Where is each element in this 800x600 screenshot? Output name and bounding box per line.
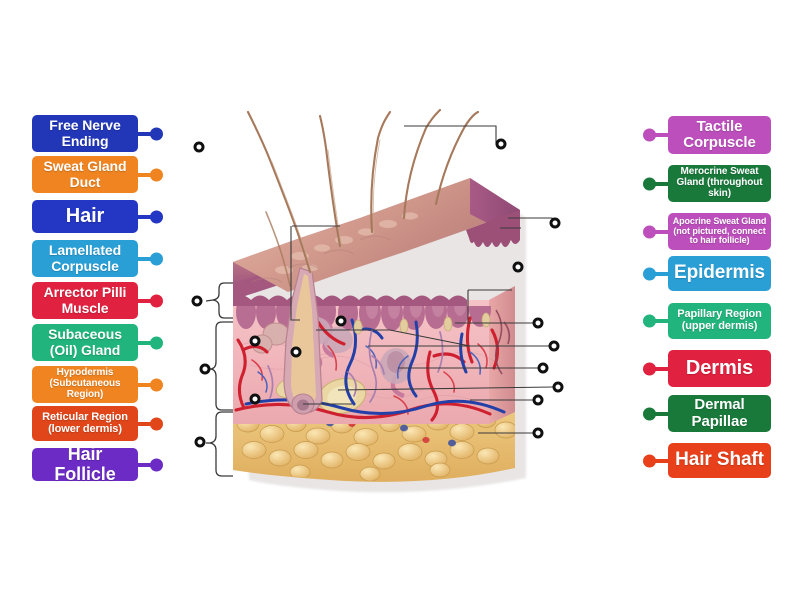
label-chip-dermis[interactable]: Dermis	[655, 350, 771, 387]
label-chip-epidermis[interactable]: Epidermis	[655, 256, 771, 291]
connector-knob-subaceous-oil-gland[interactable]	[138, 340, 151, 345]
connector-knob-hair-shaft[interactable]	[655, 458, 668, 463]
label-chip-text: Arrector Pilli Muscle	[43, 284, 127, 316]
connector-knob-arrector-pilli-muscle[interactable]	[138, 298, 151, 303]
diagram-drop-target-marker-11[interactable]	[199, 363, 211, 375]
diagram-drop-target-marker-14[interactable]	[249, 393, 261, 405]
connector-knob-sweat-gland-duct[interactable]	[138, 172, 151, 177]
label-chip-subaceous-oil-gland[interactable]: Subaceous (Oil) Gland	[32, 324, 151, 361]
label-chip-text: Reticular Region (lower dermis)	[42, 410, 128, 435]
connector-knob-reticular-region[interactable]	[138, 421, 151, 426]
diagram-drop-target-marker-6[interactable]	[335, 315, 347, 327]
label-chip-arrector-pilli-muscle[interactable]: Arrector Pilli Muscle	[32, 282, 151, 319]
label-chip-lamellated-corpuscle[interactable]: Lamellated Corpuscle	[32, 240, 151, 277]
label-chip-free-nerve-ending[interactable]: Free Nerve Ending	[32, 115, 151, 152]
label-chip-text: Merocrine Sweat Gland (throughout skin)	[676, 166, 763, 199]
label-chip-text: Apocrine Sweat Gland (not pictured, conn…	[672, 215, 767, 246]
connector-knob-tactile-corpuscle[interactable]	[655, 133, 668, 137]
connector-knob-lamellated-corpuscle[interactable]	[138, 256, 151, 261]
diagram-drop-target-marker-5[interactable]	[191, 295, 203, 307]
label-chip-text: Epidermis	[674, 262, 765, 284]
label-chip-text: Sweat Gland Duct	[43, 158, 127, 190]
label-chip-hypodermis[interactable]: Hypodermis (Subcutaneous Region)	[32, 366, 151, 403]
diagram-drop-target-marker-1[interactable]	[193, 141, 205, 153]
label-chip-hair[interactable]: Hair	[32, 200, 151, 233]
diagram-drop-target-marker-4[interactable]	[512, 261, 524, 273]
diagram-drop-target-marker-2[interactable]	[495, 138, 507, 150]
label-chip-hair-shaft[interactable]: Hair Shaft	[655, 443, 771, 478]
diagram-drop-target-marker-16[interactable]	[194, 436, 206, 448]
label-chip-papillary-region[interactable]: Papillary Region (upper dermis)	[655, 303, 771, 339]
connector-knob-dermis[interactable]	[655, 366, 668, 371]
label-chip-sweat-gland-duct[interactable]: Sweat Gland Duct	[32, 156, 151, 193]
diagram-drop-target-marker-12[interactable]	[537, 362, 549, 374]
label-chip-text: Subaceous (Oil) Gland	[48, 326, 122, 358]
connector-knob-dermal-papillae[interactable]	[655, 411, 668, 416]
label-chip-apocrine-sweat-gland[interactable]: Apocrine Sweat Gland (not pictured, conn…	[655, 213, 771, 250]
label-chip-merocrine-sweat-gland[interactable]: Merocrine Sweat Gland (throughout skin)	[655, 165, 771, 202]
connector-knob-hair-follicle[interactable]	[138, 462, 151, 467]
label-chip-hair-follicle[interactable]: Hair Follicle	[32, 444, 151, 484]
label-chip-text: Hair Shaft	[675, 449, 764, 471]
label-chip-text: Tactile Corpuscle	[683, 117, 756, 151]
diagram-drop-target-marker-9[interactable]	[290, 346, 302, 358]
label-chip-text: Free Nerve Ending	[49, 117, 121, 149]
label-chip-text: Dermis	[685, 356, 754, 379]
label-chip-text: Hair	[65, 204, 105, 227]
connector-knob-papillary-region[interactable]	[655, 319, 668, 323]
label-chip-text: Lamellated Corpuscle	[48, 242, 122, 274]
label-chip-text: Hair Follicle	[54, 444, 116, 484]
connector-knob-merocrine-sweat-gland[interactable]	[655, 181, 668, 186]
label-chip-reticular-region[interactable]: Reticular Region (lower dermis)	[32, 406, 151, 441]
diagram-drop-target-marker-10[interactable]	[548, 340, 560, 352]
connector-knob-free-nerve-ending[interactable]	[138, 131, 151, 136]
connector-knob-hypodermis[interactable]	[138, 382, 151, 387]
connector-knob-apocrine-sweat-gland[interactable]	[655, 229, 668, 234]
diagram-drop-target-marker-13[interactable]	[552, 381, 564, 393]
diagram-drop-target-marker-3[interactable]	[549, 217, 561, 229]
label-chip-text: Dermal Papillae	[691, 396, 748, 430]
label-chip-text: Papillary Region (upper dermis)	[677, 308, 762, 332]
connector-knob-hair[interactable]	[138, 214, 151, 219]
diagram-drop-target-marker-17[interactable]	[532, 427, 544, 439]
label-chip-text: Hypodermis (Subcutaneous Region)	[49, 367, 121, 400]
diagram-drop-target-marker-8[interactable]	[249, 335, 261, 347]
connector-knob-epidermis[interactable]	[655, 271, 668, 276]
diagram-drop-target-marker-7[interactable]	[532, 317, 544, 329]
label-chip-dermal-papillae[interactable]: Dermal Papillae	[655, 395, 771, 432]
diagram-drop-target-marker-15[interactable]	[532, 394, 544, 406]
label-chip-tactile-corpuscle[interactable]: Tactile Corpuscle	[655, 116, 771, 154]
